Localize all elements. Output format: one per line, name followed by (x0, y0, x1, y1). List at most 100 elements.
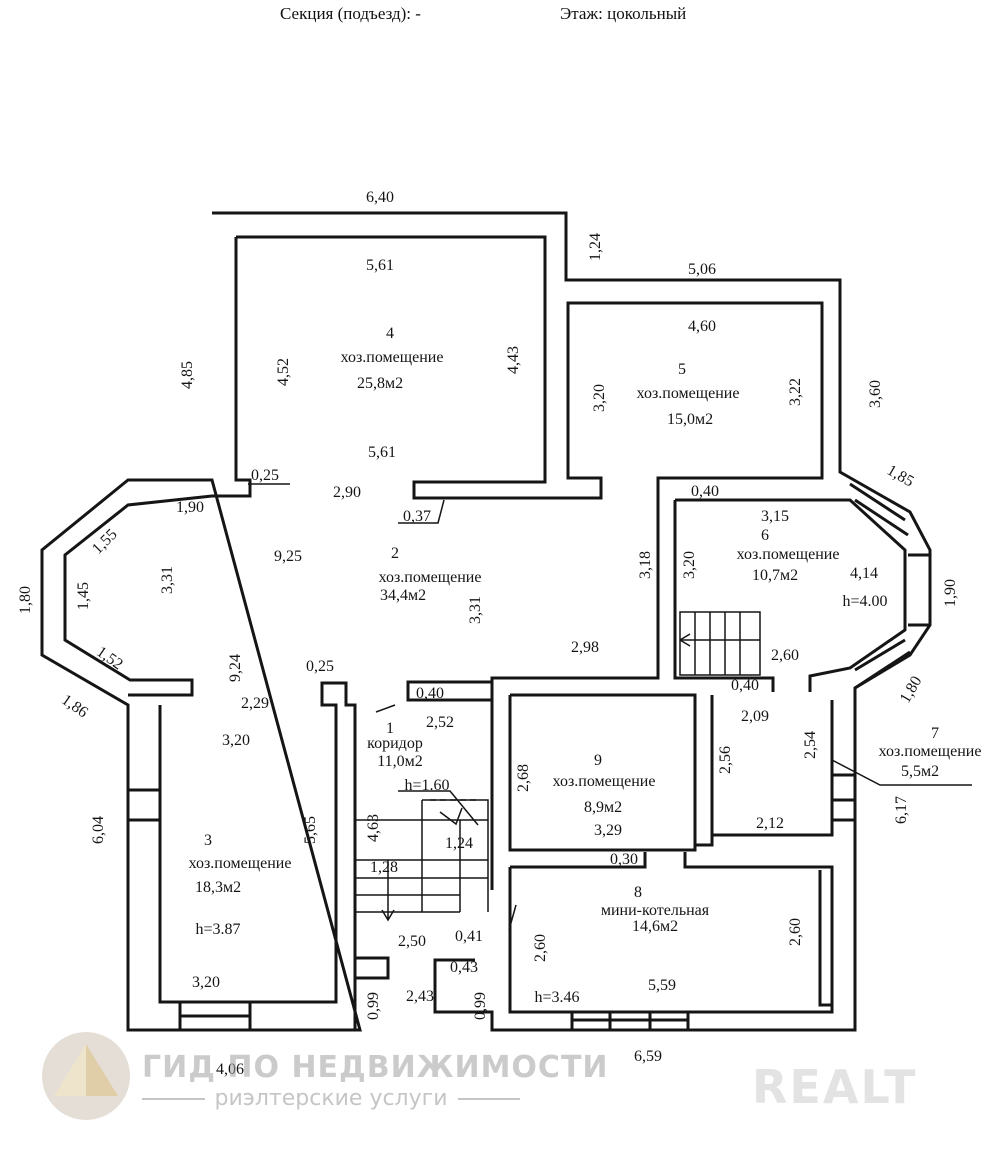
pyramid-logo-icon (42, 1032, 130, 1120)
dim: 2,68 (515, 764, 532, 792)
dim: 0,25 (306, 658, 334, 675)
room-7-number: 7 (931, 725, 939, 742)
watermark-realt: REALT (752, 1060, 918, 1114)
dim: 0,30 (610, 851, 638, 868)
dim: 5,06 (688, 261, 716, 278)
section-label: Секция (подъезд): - (280, 4, 421, 23)
room-9-area: 8,9м2 (584, 799, 622, 816)
dim: 2,09 (741, 708, 769, 725)
dim: 1,24 (587, 233, 604, 261)
dim: 3,20 (222, 732, 250, 749)
floor-label: Этаж: цокольный (560, 4, 687, 23)
dim: 9,25 (274, 548, 302, 565)
room-4-area: 25,8м2 (357, 375, 403, 392)
room-5-number: 5 (678, 361, 686, 378)
dim: 4,43 (505, 346, 522, 374)
dim: 0,40 (731, 677, 759, 694)
dim: 2,12 (756, 815, 784, 832)
dim: 3,22 (787, 378, 804, 406)
dim: 1,28 (370, 859, 398, 876)
dim: 5,65 (302, 816, 319, 844)
dim: 2,60 (787, 918, 804, 946)
dim: 9,24 (227, 654, 244, 682)
dim: 5,59 (648, 977, 676, 994)
dim: 0,99 (365, 992, 382, 1020)
room-8-area: 14,6м2 (632, 918, 678, 935)
dim: 3,20 (681, 551, 698, 579)
stairs-corridor (355, 799, 489, 922)
dim: 6,40 (366, 189, 394, 206)
watermark-tagline: риэлтерские услуги (214, 1086, 448, 1111)
dim: 2,90 (333, 484, 361, 501)
room-7-area: 5,5м2 (901, 763, 939, 780)
dim: 1,85 (884, 462, 917, 491)
room-3-name: хоз.помещение (189, 855, 292, 872)
dim: 1,24 (445, 835, 473, 852)
dim: 0,37 (403, 508, 431, 525)
dim: 0,41 (455, 928, 483, 945)
room-5-name: хоз.помещение (637, 385, 740, 402)
room-8-height: h=3.46 (534, 989, 579, 1006)
room-8-name: мини-котельная (601, 902, 710, 919)
dim: 6,17 (893, 796, 910, 824)
room-4-number: 4 (386, 325, 394, 342)
dim: 3,15 (761, 508, 789, 525)
dim: 2,60 (532, 934, 549, 962)
dim: 5,61 (366, 257, 394, 274)
leaders (248, 483, 972, 931)
room-4-name: хоз.помещение (341, 349, 444, 366)
room-1-area: 11,0м2 (377, 753, 423, 770)
dim: 2,43 (406, 988, 434, 1005)
dim: 4,63 (365, 814, 382, 842)
walls (40, 211, 932, 1032)
room-3-height: h=3.87 (195, 921, 240, 938)
dim: 4,60 (688, 318, 716, 335)
dim: 2,50 (398, 933, 426, 950)
dim: 1,45 (75, 582, 92, 610)
dim: 0,25 (251, 467, 279, 484)
room-2-area: 34,4м2 (380, 587, 426, 604)
room-8-number: 8 (634, 884, 642, 901)
dim: 5,61 (368, 444, 396, 461)
dim: 1,80 (897, 673, 926, 706)
dim: 1,90 (176, 499, 204, 516)
dim: 6,04 (90, 816, 107, 844)
dim: 0,43 (450, 959, 478, 976)
room-2-name: хоз.помещение (379, 569, 482, 586)
dim: 0,40 (691, 483, 719, 500)
dim: 3,31 (467, 596, 484, 624)
room-6-area: 10,7м2 (752, 567, 798, 584)
dim: 2,52 (426, 714, 454, 731)
dim: 3,20 (192, 974, 220, 991)
room-6-number: 6 (761, 527, 769, 544)
room-9-number: 9 (594, 752, 602, 769)
dim: 4,85 (179, 361, 196, 389)
dim: 2,29 (241, 695, 269, 712)
dim: 6,59 (634, 1048, 662, 1065)
dim: 4,06 (216, 1061, 244, 1078)
room-7-name: хоз.помещение (879, 743, 982, 760)
divider (457, 1097, 521, 1100)
dim: 1,86 (58, 691, 91, 721)
room-3-number: 3 (204, 832, 212, 849)
dim: 2,54 (802, 731, 819, 759)
stair-height: h=1.60 (404, 777, 449, 794)
room-1-number: 1 (386, 720, 394, 737)
dim: 3,20 (591, 384, 608, 412)
dim: 1,90 (942, 579, 959, 607)
dim: 0,40 (416, 685, 444, 702)
dim: 3,31 (159, 566, 176, 594)
dim: 2,56 (717, 746, 734, 774)
dim: 0,99 (472, 992, 489, 1020)
room-6-name: хоз.помещение (737, 546, 840, 563)
room-3-area: 18,3м2 (195, 879, 241, 896)
room-6-height: h=4.00 (842, 593, 887, 610)
room-9-name: хоз.помещение (553, 773, 656, 790)
room-5-area: 15,0м2 (667, 411, 713, 428)
room-2-number: 2 (391, 545, 399, 562)
dim: 2,60 (771, 647, 799, 664)
dim: 4,52 (275, 358, 292, 386)
dim: 3,60 (867, 380, 884, 408)
watermark-brand: ГИД ПО НЕДВИЖИМОСТИ (142, 1050, 609, 1085)
